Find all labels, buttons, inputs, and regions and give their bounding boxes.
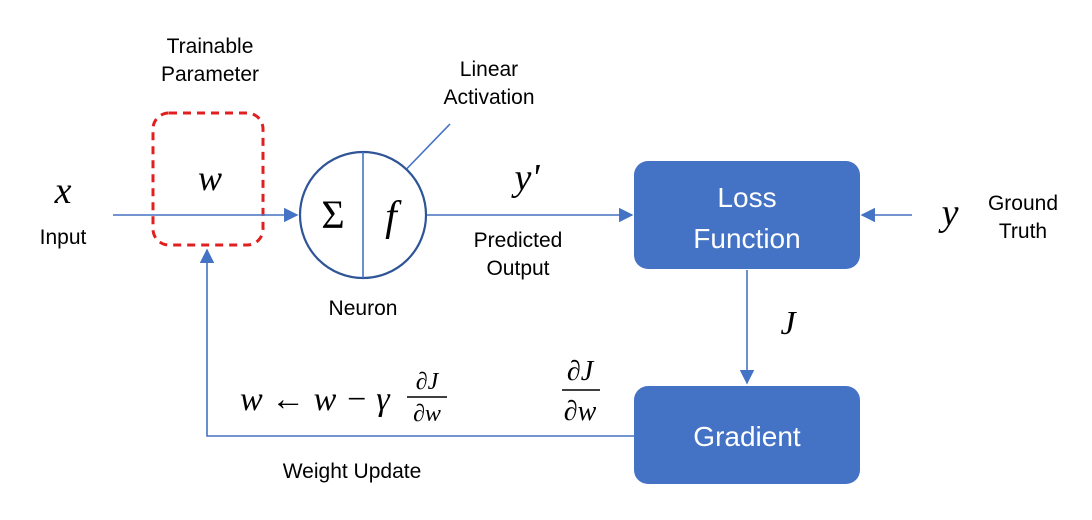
ground-truth-label-line2: Truth: [999, 220, 1047, 243]
trainable-parameter-box: [151, 111, 265, 247]
predicted-label-line2: Output: [486, 257, 549, 280]
predicted-symbol: y': [511, 157, 541, 199]
loss-box-line1: Loss: [717, 182, 776, 213]
input-label: Input: [40, 226, 87, 249]
loss-symbol: J: [780, 305, 797, 342]
update-rule-numerator: ∂J: [416, 369, 440, 395]
weight-update-arrow: [199, 248, 634, 437]
linear-label-line1: Linear: [460, 58, 518, 81]
neuron-label: Neuron: [329, 297, 398, 320]
ground-truth-label-line1: Ground: [988, 192, 1058, 215]
input-symbol: x: [54, 170, 72, 212]
ground-truth-symbol: y: [938, 192, 959, 234]
update-rule: w ← w − γ: [240, 381, 391, 418]
gradient-box: [634, 386, 860, 484]
loss-box-line2: Function: [693, 223, 800, 254]
weight-symbol: w: [198, 158, 222, 198]
predicted-label-line1: Predicted: [474, 229, 563, 252]
sum-symbol: Σ: [321, 192, 344, 237]
trainable-label-line1: Trainable: [167, 35, 254, 58]
update-rule-denominator: ∂w: [413, 401, 441, 427]
linear-label-line2: Activation: [443, 86, 534, 109]
loss-function-box: [634, 161, 860, 269]
gradient-box-label: Gradient: [693, 421, 801, 452]
gradient-denominator: ∂w: [564, 396, 597, 427]
weight-update-label: Weight Update: [283, 460, 422, 483]
trainable-label-line2: Parameter: [161, 63, 259, 86]
gradient-numerator: ∂J: [567, 356, 595, 387]
